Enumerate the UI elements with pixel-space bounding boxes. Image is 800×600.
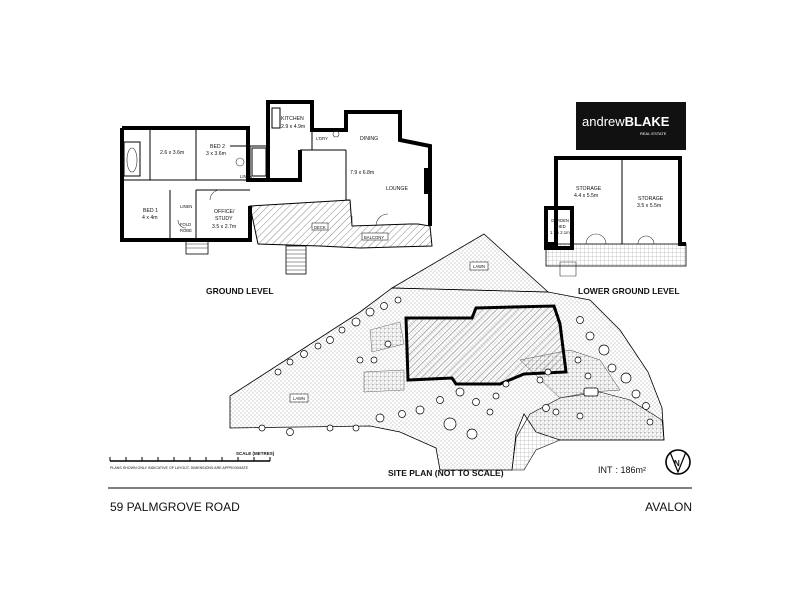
- brand-sub: REAL ESTATE: [640, 131, 667, 136]
- kitchen-size: 2.9 x 4.9m: [281, 124, 305, 130]
- laundry-label: L'DRY: [316, 136, 328, 141]
- robe-label: ROBE: [180, 228, 192, 233]
- dining-label: DINING: [360, 136, 378, 142]
- bed1-size: 4 x 4m: [142, 215, 158, 221]
- scale-note: PLANS SHOWN ONLY INDICATIVE OF LAYOUT. D…: [110, 466, 249, 470]
- deck-label: DECK: [314, 225, 326, 230]
- ground-level-plan: KITCHEN 2.9 x 4.9m L'DRY DINING 7.9 x 6.…: [120, 100, 433, 296]
- storage2-size: 3.5 x 5.5m: [637, 203, 661, 209]
- north-compass: N: [665, 449, 691, 475]
- lawn-left-label: LAWN: [293, 396, 305, 401]
- bed2-size: 3 x 3.6m: [206, 151, 226, 157]
- svg-text:andrewBLAKE: andrewBLAKE: [582, 114, 670, 129]
- brand-name-light: andrew: [582, 114, 625, 129]
- site-plan-title: SITE PLAN (NOT TO SCALE): [388, 468, 504, 478]
- garden-label: GARDEN: [551, 218, 569, 223]
- lower-ground-level-title: LOWER GROUND LEVEL: [578, 286, 680, 296]
- office-size: 3.5 x 2.7m: [212, 224, 236, 230]
- kitchen-label: KITCHEN: [281, 116, 304, 122]
- room-size-2-6x3-6: 2.6 x 3.6m: [160, 150, 184, 156]
- brand-logo: andrewBLAKE REAL ESTATE: [576, 102, 686, 150]
- lawn-top-label: LAWN: [473, 264, 485, 269]
- balcony-label: BALCONY: [364, 235, 384, 240]
- linen1-label: LINEN: [180, 204, 192, 209]
- address-text: 59 PALMGROVE ROAD: [110, 500, 240, 514]
- fold-label: FOLD: [180, 222, 191, 227]
- site-plan: LAWN LAWN SITE PLAN (NOT TO SCALE): [229, 233, 665, 478]
- linen2-label: LINEN: [240, 174, 252, 179]
- storage2-label: STORAGE: [638, 196, 664, 202]
- bed1-label: BED 1: [143, 208, 158, 214]
- bed2-label: BED 2: [210, 144, 225, 150]
- storage1-label: STORAGE: [576, 186, 602, 192]
- area-value: : 186m²: [616, 465, 647, 475]
- suburb-text: AVALON: [645, 500, 692, 514]
- scale-bar: SCALE (METRES) PLANS SHOWN ONLY INDICATI…: [109, 451, 275, 470]
- area-label-text: INT: [598, 465, 613, 475]
- study-label: STUDY: [215, 216, 233, 222]
- shed-size: 1.7 x 2.1m: [550, 230, 570, 235]
- area-label: INT: 186m²: [598, 465, 646, 475]
- scale-title: SCALE (METRES): [236, 451, 275, 456]
- brand-name-bold: BLAKE: [625, 114, 670, 129]
- office-label: OFFICE/: [214, 209, 235, 215]
- ground-level-title: GROUND LEVEL: [206, 286, 274, 296]
- lounge-size: 7.9 x 6.8m: [350, 170, 374, 176]
- lounge-label: LOUNGE: [386, 186, 408, 192]
- shed-label: SHED: [554, 224, 566, 229]
- storage1-size: 4.4 x 5.5m: [574, 193, 598, 199]
- compass-letter: N: [674, 459, 680, 468]
- lower-ground-level-plan: STORAGE 4.4 x 5.5m STORAGE 3.5 x 5.5m GA…: [544, 156, 687, 296]
